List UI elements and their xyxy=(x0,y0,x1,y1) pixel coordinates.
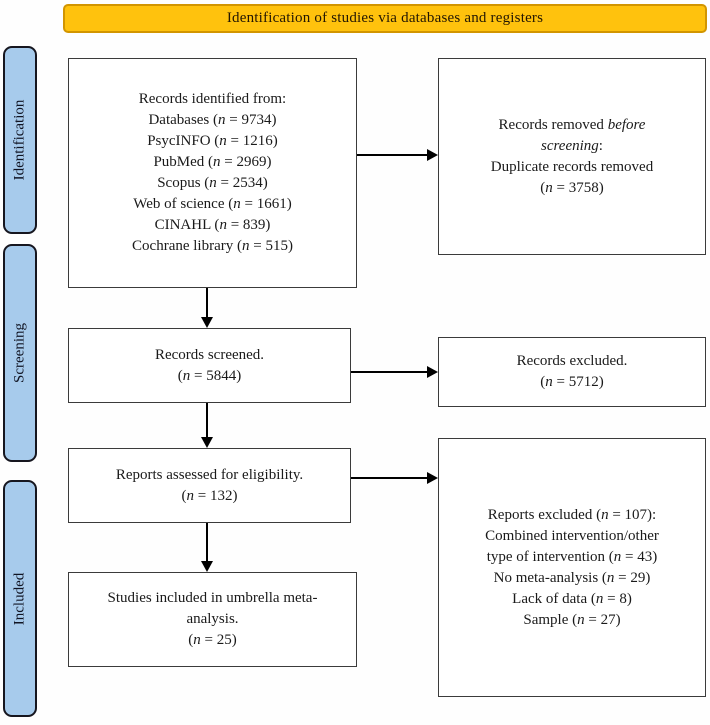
reports-excluded-text: Reports excluded (n = 107): Combined inte… xyxy=(485,505,659,631)
reports-assessed-text: Reports assessed for eligibility. (n = 13… xyxy=(116,465,303,507)
reports-assessed-box: Reports assessed for eligibility. (n = 13… xyxy=(68,448,351,523)
text-line: Combined intervention/other xyxy=(485,527,659,544)
text-line: Records removed before xyxy=(498,116,646,133)
text-line: PsycINFO (n = 1216) xyxy=(147,133,278,149)
text-line: Web of science (n = 1661) xyxy=(133,196,292,212)
text-line: (n = 132) xyxy=(181,487,238,504)
records-screened-text: Records screened. (n = 5844) xyxy=(155,345,264,387)
text-line: Databases (n = 9734) xyxy=(148,112,277,128)
text-line: type of intervention (n = 43) xyxy=(486,548,658,565)
stage-tab-identification-label: Identification xyxy=(11,99,28,181)
text-line: Studies included in umbrella meta- xyxy=(107,590,318,606)
arrow-line xyxy=(206,288,208,319)
records-excluded-text: Records excluded. (n = 5712) xyxy=(517,351,628,393)
arrow-head-right-icon xyxy=(427,366,438,378)
arrow-line xyxy=(357,154,428,156)
arrow-line xyxy=(351,477,428,479)
text-line: Duplicate records removed xyxy=(490,158,654,175)
text-line: (n = 3758) xyxy=(540,179,604,196)
text-line: screening: xyxy=(541,137,603,154)
records-identified-box: Records identified from: Databases (n = 9… xyxy=(68,58,357,288)
arrow-head-right-icon xyxy=(427,149,438,161)
text-line: Scopus (n = 2534) xyxy=(157,175,268,191)
text-line: Sample (n = 27) xyxy=(523,611,621,628)
arrow-head-right-icon xyxy=(427,472,438,484)
stage-tab-identification: Identification xyxy=(3,46,37,234)
records-removed-box: Records removed before screening: Duplicat… xyxy=(438,58,706,255)
title-banner-label: Identification of studies via databases … xyxy=(226,10,544,26)
arrow-head-down-icon xyxy=(201,561,213,572)
text-line: analysis. xyxy=(186,611,239,627)
text-line: Records identified from: xyxy=(138,91,287,107)
arrow-head-down-icon xyxy=(201,317,213,328)
text-line: Records excluded. xyxy=(516,353,628,369)
records-excluded-box: Records excluded. (n = 5712) xyxy=(438,337,706,407)
text-line: Lack of data (n = 8) xyxy=(512,590,632,607)
records-removed-text: Records removed before screening: Duplicat… xyxy=(491,115,653,199)
records-screened-box: Records screened. (n = 5844) xyxy=(68,328,351,403)
stage-tab-included: Included xyxy=(3,480,37,717)
studies-included-box: Studies included in umbrella meta-analys… xyxy=(68,572,357,667)
text-line: CINAHL (n = 839) xyxy=(154,217,271,233)
text-line: Reports assessed for eligibility. xyxy=(115,466,304,483)
text-line: Records screened. xyxy=(154,346,265,363)
text-line: PubMed (n = 2969) xyxy=(153,154,272,170)
arrow-line xyxy=(206,523,208,562)
text-line: Cochrane library (n = 515) xyxy=(132,238,293,254)
reports-excluded-box: Reports excluded (n = 107): Combined inte… xyxy=(438,438,706,697)
stage-tab-included-label: Included xyxy=(11,572,28,625)
stage-tab-screening: Screening xyxy=(3,244,37,462)
arrow-line xyxy=(206,403,208,438)
text-line: (n = 25) xyxy=(188,632,237,648)
stage-tab-screening-label: Screening xyxy=(11,323,28,383)
title-banner: Identification of studies via databases … xyxy=(63,4,707,33)
studies-included-text: Studies included in umbrella meta-analys… xyxy=(108,588,318,651)
text-line: (n = 5712) xyxy=(540,374,604,390)
records-identified-text: Records identified from: Databases (n = 9… xyxy=(132,89,293,257)
text-line: (n = 5844) xyxy=(177,367,242,384)
arrow-head-down-icon xyxy=(201,437,213,448)
text-line: Reports excluded (n = 107): xyxy=(487,506,657,523)
text-line: No meta-analysis (n = 29) xyxy=(493,569,651,586)
arrow-line xyxy=(351,371,428,373)
